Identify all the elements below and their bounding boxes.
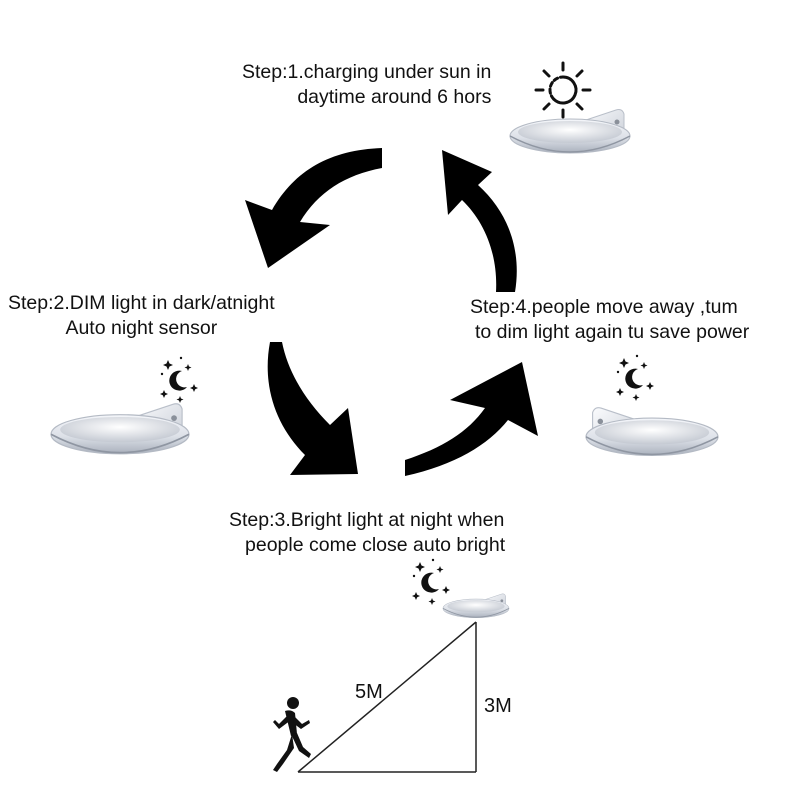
step1-label: Step:1.charging under sun in daytime aro… [242,60,491,110]
step2-line2: Auto night sensor [65,317,218,339]
step3-line1: Step:3.Bright light at night when [229,509,505,531]
solar-lamp-icon-step3 [442,593,510,619]
cycle-arrow-icon-4-to-1 [442,150,517,292]
step3-label: Step:3.Bright light at night when people… [229,508,505,558]
moon-stars-icon-step3 [412,558,450,605]
distance-triangle [297,621,477,773]
step3-line2: people come close auto bright [245,534,506,556]
running-person-icon [273,697,311,772]
cycle-arrow-icon-2-to-3 [267,342,358,475]
step1-line1: Step:1.charging under sun in [242,61,492,83]
step4-line1: Step:4.people move away ,tum [470,296,738,318]
sun-icon [534,61,592,119]
cycle-arrow-icon-3-to-4 [405,362,538,476]
step1-line2: daytime around 6 hors [297,86,492,108]
step4-line2: to dim light again tu save power [475,321,750,343]
cycle-arrow-icon-1-to-2 [245,148,382,268]
solar-lamp-icon-step4 [585,406,719,457]
solar-lamp-icon-step2 [50,402,190,455]
step4-label: Step:4.people move away ,tum to dim ligh… [470,295,749,345]
distance-5m-label: 5M [355,681,383,703]
step2-label: Step:2.DIM light in dark/atnight Auto ni… [8,291,275,341]
moon-stars-icon-step4 [616,354,654,401]
moon-stars-icon-step2 [160,356,198,403]
distance-3m-label: 3M [484,695,512,717]
solar-lamp-icon-step1 [509,108,631,154]
step2-line1: Step:2.DIM light in dark/atnight [8,292,275,314]
